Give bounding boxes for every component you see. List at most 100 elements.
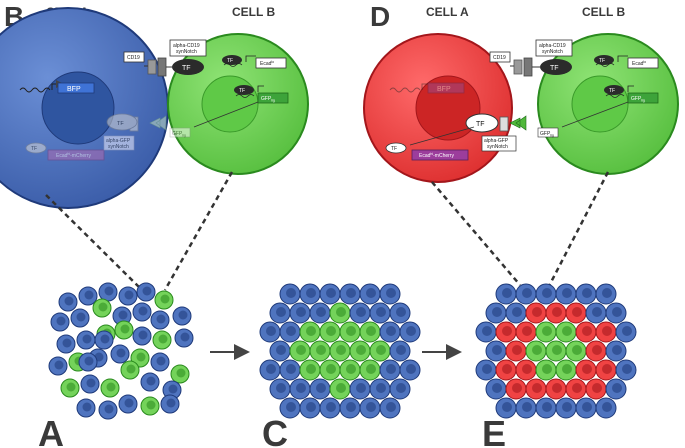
panel-d-cell-b-label: CELL B xyxy=(582,5,625,19)
panel-b-bfp-gene-wave xyxy=(19,87,51,93)
panel-d-anti-cd19-receptor xyxy=(523,57,533,77)
panel-b-gfp-membrane-box xyxy=(169,127,191,138)
aggregate-c-cell xyxy=(319,359,341,381)
aggregate-e-cell xyxy=(555,359,577,381)
panel-d-cell-a-nucleus xyxy=(415,75,481,141)
aggregate-c-cell xyxy=(369,378,391,400)
panel-d-gfp-arrow-line xyxy=(561,101,629,128)
panel-d-ecad-mcherry-box xyxy=(411,149,469,161)
zoom-line-d-left xyxy=(431,181,521,286)
panel-b-ecad-arrow xyxy=(245,55,256,62)
panel-d-tf-gfp xyxy=(604,85,624,95)
aggregate-e-cell xyxy=(575,321,597,343)
aggregate-c-cell xyxy=(339,283,361,305)
panel-d-bfp-label: BFP xyxy=(437,86,451,93)
aggregate-a-cell xyxy=(58,292,78,312)
panel-b-tf-bound xyxy=(106,113,138,131)
panel-d-tf-to-ecad-arrow xyxy=(409,126,475,146)
panel-d-ecad-mcherry-label: Ecadhi-mCherry xyxy=(419,152,454,159)
panel-b-cell-b-nucleus xyxy=(201,75,259,133)
panel-d-cell-a-label: CELL A xyxy=(426,5,469,19)
aggregate-a-cell xyxy=(118,286,138,306)
panel-d-ecad-box xyxy=(627,57,659,69)
aggregate-c-cell xyxy=(319,283,341,305)
panel-b-anti-gfp-label-box xyxy=(103,135,135,151)
aggregate-e-cell xyxy=(515,397,537,419)
aggregate-e-cell xyxy=(605,340,627,362)
aggregate-c-cell xyxy=(359,283,381,305)
aggregate-e-cell xyxy=(595,283,617,305)
panel-b-cell-b-label: CELL B xyxy=(232,5,275,19)
aggregate-e-cell xyxy=(575,359,597,381)
panel-b-tf-gfp xyxy=(234,85,254,95)
aggregate-c-cell xyxy=(289,378,311,400)
panel-d-tf-small xyxy=(385,142,407,154)
panel-d-gfp-ligand xyxy=(509,115,527,131)
aggregate-a-cell xyxy=(76,398,96,418)
panel-b-anti-cd19-label-2: synNotch xyxy=(176,49,197,55)
zoom-line-b-left xyxy=(45,194,141,289)
aggregate-e-cell xyxy=(525,340,547,362)
aggregate-e-cell xyxy=(615,321,637,343)
panel-b-gfp-membrane-label: GFPlig xyxy=(172,131,186,138)
aggregate-e-cell xyxy=(535,397,557,419)
aggregate-c-cell xyxy=(379,283,401,305)
aggregate-c-cell xyxy=(299,359,321,381)
panel-d-anti-cd19-label-1: alpha-CD19 xyxy=(539,43,566,49)
aggregate-a-cell xyxy=(80,374,100,394)
panel-b-gfp-arrow-line xyxy=(193,101,259,128)
aggregate-e-cell xyxy=(545,340,567,362)
aggregate-e-cell xyxy=(585,340,607,362)
aggregate-e-cell xyxy=(545,378,567,400)
aggregate-a-cell xyxy=(60,378,80,398)
aggregate-e-cell xyxy=(595,359,617,381)
aggregate-a-cell xyxy=(170,364,190,384)
aggregate-c-cell xyxy=(329,302,351,324)
zoom-line-d-right xyxy=(546,171,610,289)
panel-b-anti-cd19-receptor xyxy=(157,57,167,77)
aggregate-e-cell xyxy=(565,378,587,400)
aggregate-e-cell xyxy=(475,321,497,343)
panel-d-gfp-box xyxy=(627,92,659,104)
aggregate-a-cell xyxy=(100,378,120,398)
aggregate-a-cell xyxy=(50,312,70,332)
aggregate-a-cell xyxy=(150,310,170,330)
panel-d-gfp-membrane-box xyxy=(537,127,559,138)
aggregate-a-cell xyxy=(92,298,112,318)
panel-b-tf-bound-label: TF xyxy=(117,121,124,127)
panel-d-gfp-membrane-label: GFPlig xyxy=(540,131,554,138)
aggregate-e-cell xyxy=(525,378,547,400)
panel-b-anti-gfp-label-1: alpha-GFP xyxy=(106,138,131,144)
panel-b-tf-ecad xyxy=(222,55,242,65)
aggregate-e-cell xyxy=(485,378,507,400)
aggregate-a-cell xyxy=(152,330,172,350)
aggregate-e-cell xyxy=(535,321,557,343)
aggregate-e-cell xyxy=(505,340,527,362)
aggregate-e-cell xyxy=(475,359,497,381)
aggregate-c-cell xyxy=(369,340,391,362)
panel-b-gfp-label: GFPlig xyxy=(261,96,275,103)
aggregate-a-cell xyxy=(136,282,156,302)
aggregate-c-cell xyxy=(359,397,381,419)
aggregate-c-cell xyxy=(359,359,381,381)
aggregate-e-cell xyxy=(495,283,517,305)
aggregate-c-cell xyxy=(399,321,421,343)
panel-letter-d: D xyxy=(370,1,390,32)
panel-d-anti-gfp-label-1: alpha-GFP xyxy=(484,138,509,144)
aggregate-a-cell xyxy=(70,308,90,328)
aggregate-e-cell xyxy=(575,397,597,419)
aggregate-c-cell xyxy=(339,397,361,419)
aggregate-c-cell xyxy=(309,340,331,362)
aggregate-a xyxy=(48,282,194,420)
aggregate-e-cell xyxy=(565,302,587,324)
aggregate-e-cell xyxy=(485,302,507,324)
aggregate-a-cell xyxy=(56,334,76,354)
aggregate-c-cell xyxy=(319,397,341,419)
aggregate-c-cell xyxy=(359,321,381,343)
panel-d-ecad-label: Ecadlo xyxy=(632,60,646,67)
aggregate-c-cell xyxy=(339,359,361,381)
aggregate-c-cell xyxy=(399,359,421,381)
panel-b-ecad-box xyxy=(255,57,287,69)
aggregate-c xyxy=(259,283,421,419)
aggregate-e-cell xyxy=(495,321,517,343)
